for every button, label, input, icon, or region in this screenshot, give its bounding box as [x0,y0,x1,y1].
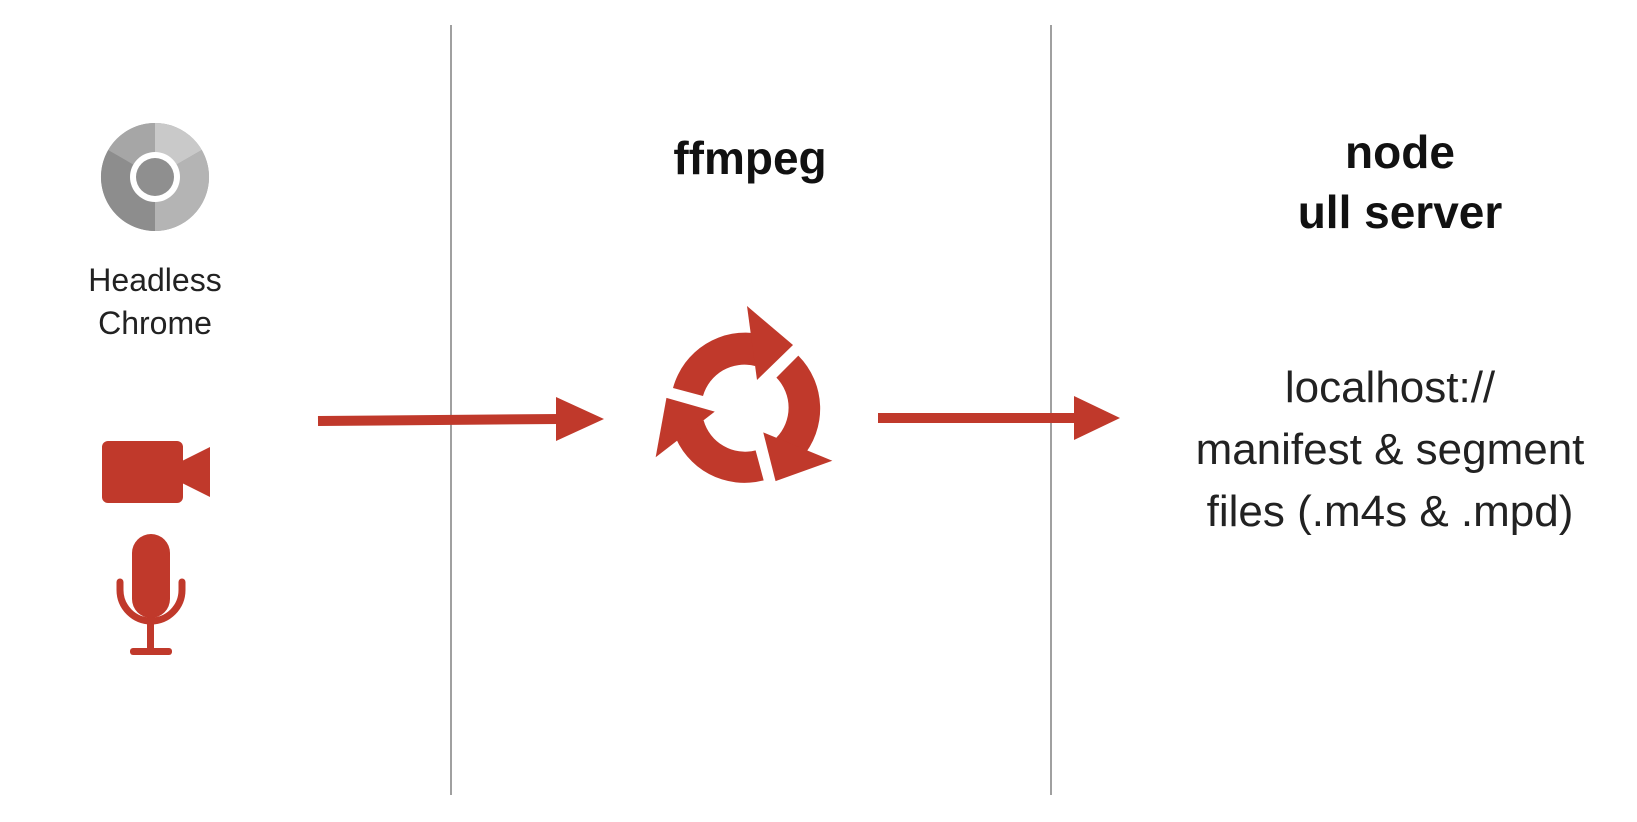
server-title: node ull server [1200,122,1600,242]
server-title-line2: ull server [1297,186,1503,238]
output-line1: localhost:// [1284,363,1496,412]
column-divider-left [450,25,452,795]
ffmpeg-title: ffmpeg [673,132,827,184]
refresh-cycle-icon [655,306,833,483]
chrome-label-line1: Headless [88,262,222,298]
column-divider-right [1050,25,1052,795]
output-line3: files (.m4s & .mpd) [1206,487,1574,536]
chrome-label: Headless Chrome [55,259,255,345]
output-line2: manifest & segment [1195,425,1585,474]
microphone-icon [116,534,186,655]
chrome-label-line2: Chrome [98,305,212,341]
server-title-line1: node [1345,126,1455,178]
output-description: localhost:// manifest & segment files (.… [1160,357,1620,543]
video-camera-icon [102,441,210,503]
chrome-icon [100,122,210,232]
